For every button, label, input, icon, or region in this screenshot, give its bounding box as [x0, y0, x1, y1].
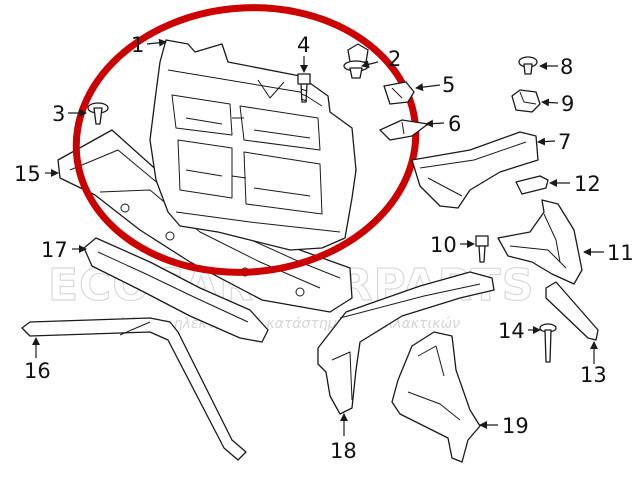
- part-stay-13: [545, 281, 599, 341]
- part-screw-8: [518, 56, 538, 75]
- part-side-duct-11: [497, 199, 583, 285]
- part-bolt-14: [539, 323, 557, 363]
- callout-9: 9: [561, 92, 574, 116]
- callout-17: 17: [41, 238, 68, 262]
- callout-16: 16: [24, 359, 51, 383]
- callout-14: 14: [498, 319, 525, 343]
- callout-13: 13: [580, 363, 607, 387]
- callout-6: 6: [448, 112, 461, 136]
- callout-12: 12: [574, 172, 601, 196]
- callout-7: 7: [558, 130, 571, 154]
- part-clip-5: [383, 81, 415, 105]
- part-clip-9: [511, 89, 541, 113]
- part-side-bracket-18: [317, 271, 495, 415]
- part-lower-brace: [21, 317, 247, 461]
- callout-labels: 1 2 3 4 5 6 7 8 9 10 11 12 13 14 15 16 1…: [14, 33, 634, 463]
- part-air-duct-shroud: [149, 39, 357, 251]
- callout-18: 18: [330, 439, 357, 463]
- part-clip-12: [515, 175, 549, 195]
- callout-11: 11: [607, 241, 634, 265]
- callout-8: 8: [560, 55, 573, 79]
- part-air-guide-7: [411, 131, 539, 209]
- callout-10: 10: [430, 233, 457, 257]
- part-bolt-10: [475, 235, 489, 263]
- part-bolt-4: [297, 73, 311, 103]
- callout-5: 5: [442, 73, 455, 97]
- callout-1: 1: [131, 33, 144, 57]
- callout-4: 4: [297, 33, 310, 57]
- callout-2: 2: [388, 47, 401, 71]
- part-screw-3: [87, 102, 109, 125]
- part-rivet-2: [343, 43, 369, 79]
- callout-leaders: [32, 38, 604, 436]
- callout-15: 15: [14, 162, 41, 186]
- part-side-support-19: [391, 331, 481, 463]
- part-bumper-carrier: [83, 237, 269, 343]
- part-clip-6: [379, 119, 429, 141]
- callout-19: 19: [502, 414, 529, 438]
- callout-3: 3: [52, 102, 65, 126]
